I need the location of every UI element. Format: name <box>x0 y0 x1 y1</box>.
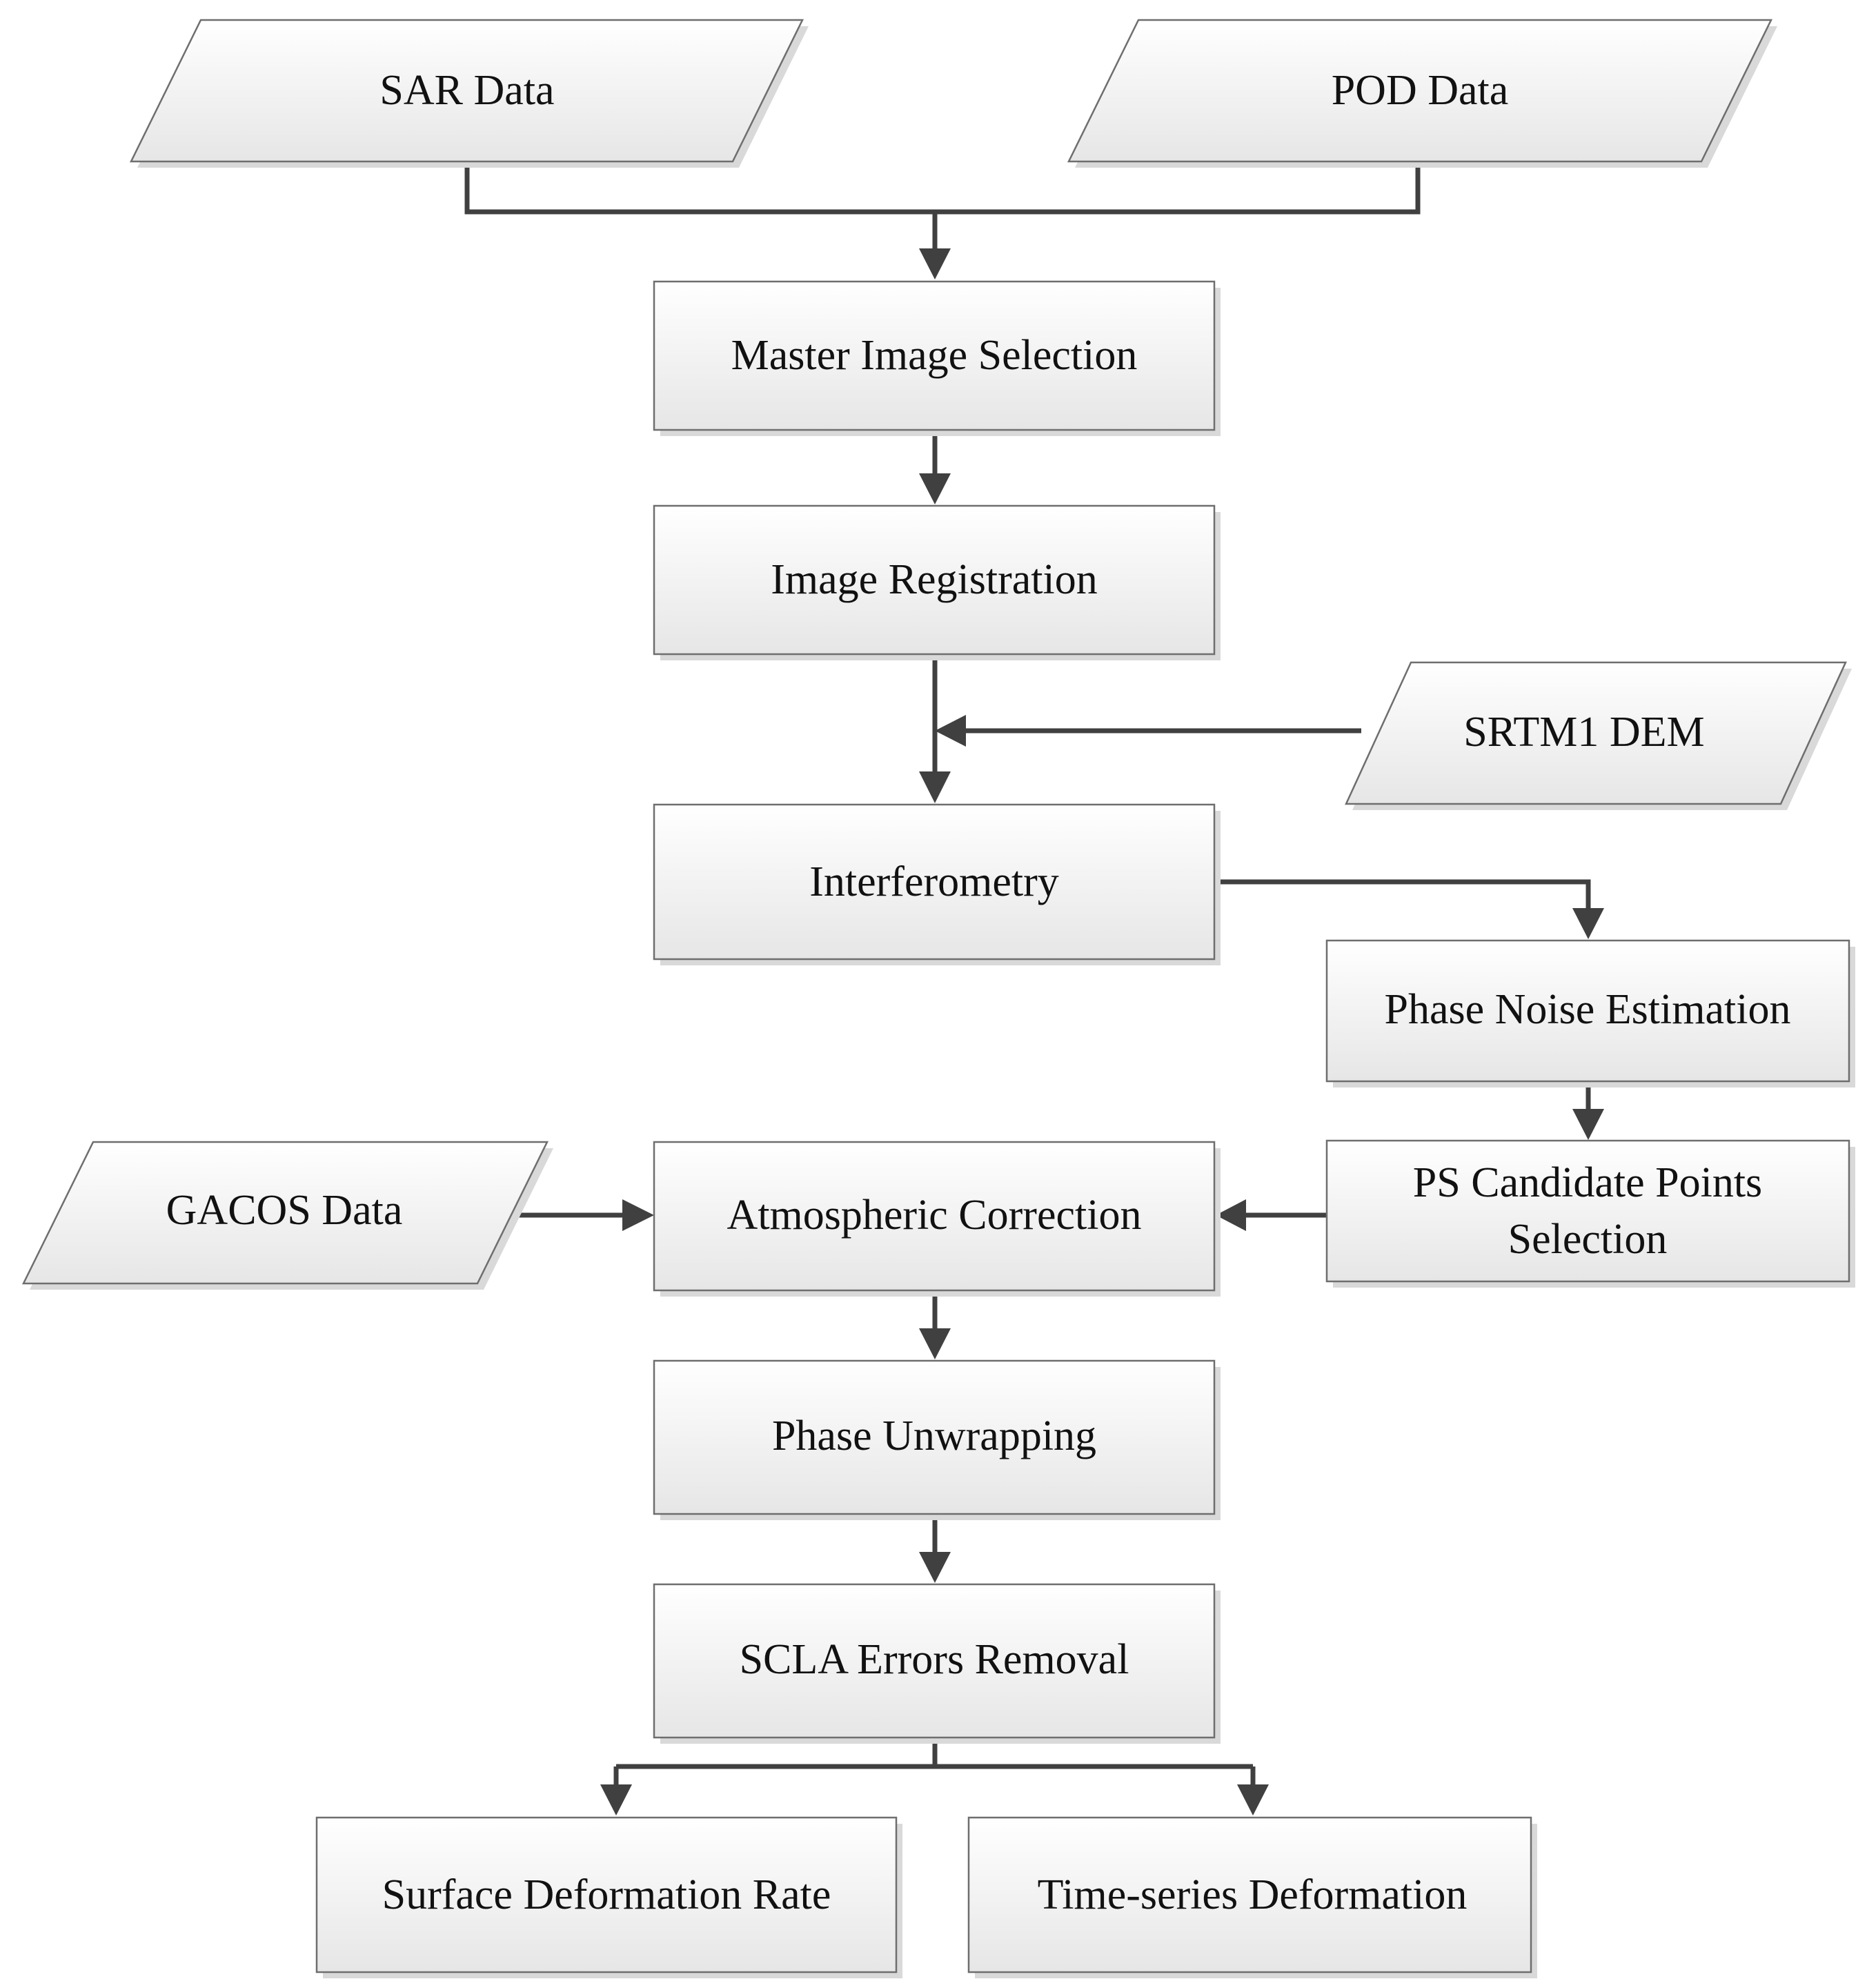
arrowhead-time-series <box>1237 1784 1269 1815</box>
node-srtm1-dem: SRTM1 DEM <box>1345 661 1852 810</box>
node-pod-data: POD Data <box>1067 19 1777 168</box>
arrowhead-srtm <box>935 715 966 747</box>
arrowhead-master <box>919 248 951 279</box>
edge-scla-to-outputs <box>613 1738 1256 1787</box>
node-image-registration-label: Image Registration <box>771 556 1097 603</box>
edge-sar-to-master <box>464 160 938 250</box>
node-atmospheric-correction: Atmospheric Correction <box>653 1141 1221 1297</box>
arrowhead-registration <box>919 473 951 504</box>
node-gacos-data-label: GACOS Data <box>166 1187 403 1234</box>
arrowhead-noise <box>1572 908 1604 939</box>
node-surface-deformation-rate-label: Surface Deformation Rate <box>382 1871 831 1918</box>
arrowhead-atmospheric-left <box>622 1199 654 1231</box>
node-phase-unwrapping: Phase Unwrapping <box>653 1359 1221 1520</box>
edge-pod-to-master <box>935 160 1421 215</box>
node-time-series-deformation: Time-series Deformation <box>967 1816 1537 1978</box>
node-atmospheric-correction-label: Atmospheric Correction <box>727 1192 1142 1239</box>
arrowhead-surface-rate <box>600 1784 632 1815</box>
node-srtm1-dem-label: SRTM1 DEM <box>1463 709 1704 756</box>
node-sar-data: SAR Data <box>129 19 809 168</box>
node-image-registration: Image Registration <box>653 504 1221 660</box>
node-ps-candidate-points-selection: PS Candidate Points Selection <box>1325 1139 1855 1288</box>
node-interferometry: Interferometry <box>653 803 1221 965</box>
node-gacos-data: GACOS Data <box>21 1141 553 1290</box>
node-time-series-deformation-label: Time-series Deformation <box>1038 1871 1468 1918</box>
node-master-image-selection-label: Master Image Selection <box>731 332 1138 379</box>
arrowhead-unwrapping <box>919 1328 951 1359</box>
node-master-image-selection: Master Image Selection <box>653 280 1221 436</box>
node-ps-candidate-label-line2: Selection <box>1508 1216 1668 1263</box>
node-phase-unwrapping-label: Phase Unwrapping <box>772 1413 1096 1459</box>
arrowhead-scla <box>919 1552 951 1583</box>
node-scla-errors-removal-label: SCLA Errors Removal <box>740 1636 1129 1683</box>
arrowhead-interferometry <box>919 771 951 803</box>
node-phase-noise-estimation: Phase Noise Estimation <box>1325 939 1855 1088</box>
node-interferometry-label: Interferometry <box>809 858 1058 905</box>
node-surface-deformation-rate: Surface Deformation Rate <box>315 1816 902 1978</box>
arrowhead-atmospheric-right <box>1216 1199 1246 1231</box>
edge-interferometry-to-noise <box>1216 879 1591 911</box>
node-ps-candidate-label-line1: PS Candidate Points <box>1413 1159 1762 1206</box>
arrowhead-ps <box>1572 1109 1604 1140</box>
node-scla-errors-removal: SCLA Errors Removal <box>653 1583 1221 1744</box>
node-phase-noise-estimation-label: Phase Noise Estimation <box>1385 986 1791 1033</box>
node-sar-data-label: SAR Data <box>379 67 554 114</box>
node-pod-data-label: POD Data <box>1332 67 1509 114</box>
